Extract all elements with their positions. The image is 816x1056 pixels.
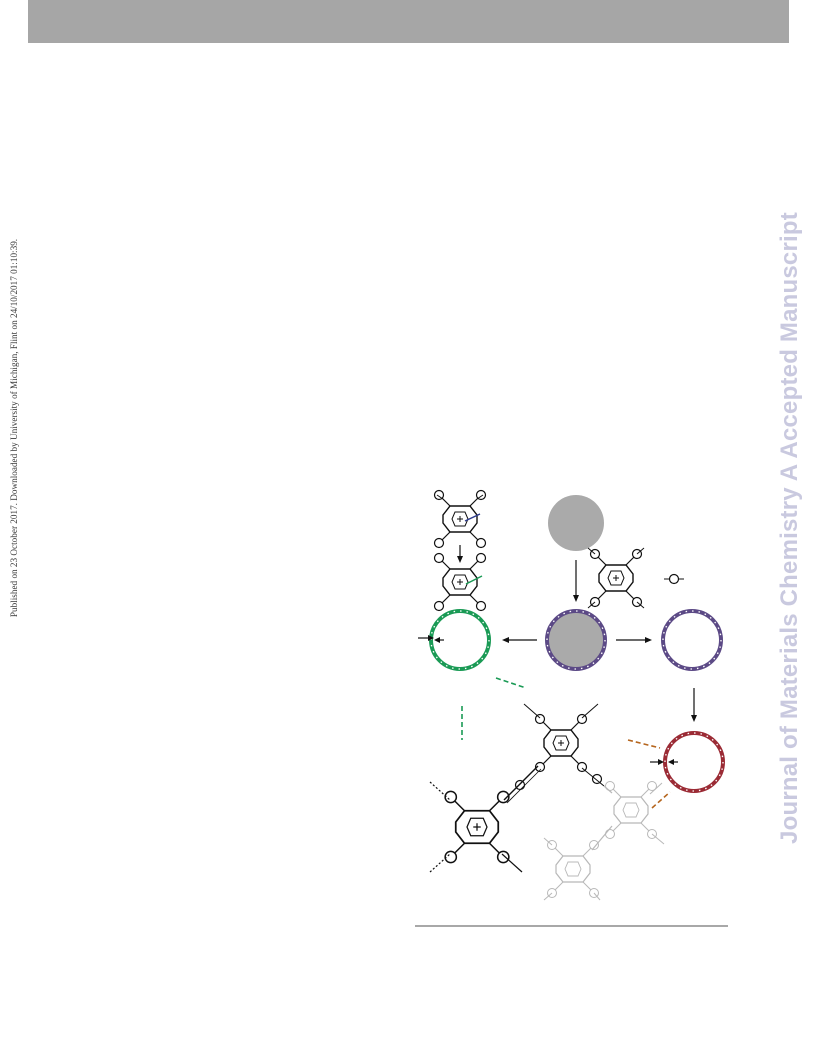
gray-template-sphere	[548, 495, 604, 551]
tetra-ethynyl-porphyrin-icon	[587, 547, 645, 609]
published-note-text: Published on 23 October 2017. Downloaded…	[9, 238, 19, 618]
green-capsule	[429, 609, 491, 671]
red-capsule	[663, 731, 725, 793]
porphyrin-monomer-icon	[433, 552, 487, 612]
purple-coated-sphere	[545, 609, 607, 671]
conjugated-porphyrin-polymer-icon	[429, 703, 665, 901]
hollow-purple-capsule	[661, 609, 723, 671]
header-bar	[28, 0, 789, 43]
phenyl-linker-icon	[664, 573, 684, 585]
porphyrin-monomer-icon	[433, 489, 487, 549]
scheme-figure	[410, 488, 740, 908]
journal-watermark-text: Journal of Materials Chemistry A Accepte…	[776, 212, 803, 844]
section-rule	[415, 925, 728, 927]
